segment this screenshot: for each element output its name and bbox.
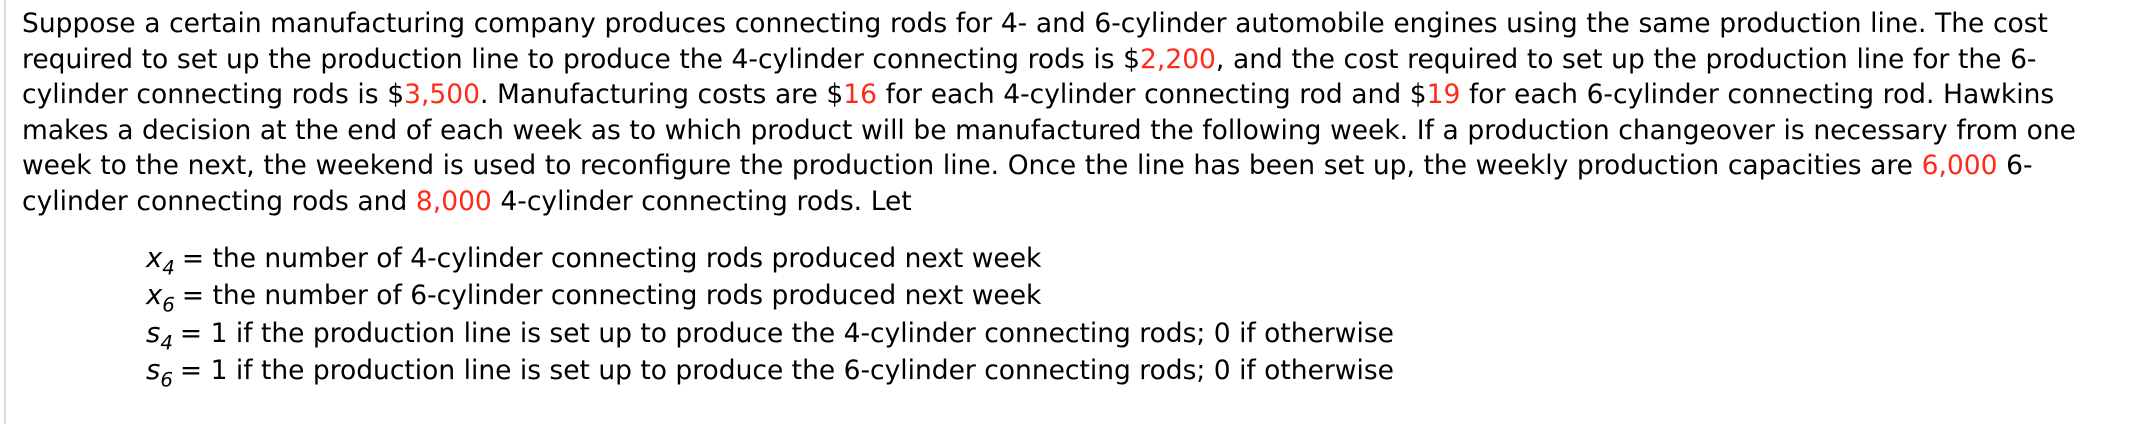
- variable-symbol: x6: [146, 279, 175, 317]
- equals-sign: =: [179, 355, 211, 387]
- paragraph-text-segment: 4-cylinder connecting rods. Let: [491, 185, 912, 217]
- variable-symbol: s4: [146, 316, 173, 355]
- paragraph-text-segment: for each 4-cylinder connecting rod and $: [877, 79, 1427, 111]
- variable-description: the number of 4-cylinder connecting rods…: [212, 242, 1042, 274]
- highlighted-value: 3,500: [404, 79, 480, 111]
- variable-definition-line: x6= the number of 6-cylinder connecting …: [146, 277, 2120, 315]
- equals-sign: =: [179, 317, 211, 349]
- paragraph-text-segment: 6-cylinder connecting rods and: [22, 150, 2033, 217]
- variable-symbol: x4: [146, 241, 175, 280]
- highlighted-value: 2,200: [1140, 43, 1216, 75]
- variable-definitions-list: x4= the number of 4-cylinder connecting …: [22, 220, 2120, 391]
- variable-definition-line: s6= 1 if the production line is set up t…: [146, 352, 2120, 390]
- variable-description: 1 if the production line is set up to pr…: [210, 355, 1394, 387]
- highlighted-value: 16: [843, 79, 878, 111]
- highlighted-value: 6,000: [1921, 150, 1998, 182]
- left-margin-rule: [4, 0, 6, 424]
- paragraph-text-segment: , and the cost required to set up the pr…: [22, 43, 2037, 111]
- equals-sign: =: [181, 280, 213, 312]
- paragraph-text-segment: for each 6-cylinder connecting rod. Hawk…: [22, 79, 2076, 182]
- variable-description: the number of 6-cylinder connecting rods…: [212, 280, 1042, 312]
- problem-statement-paragraph: Suppose a certain manufacturing company …: [22, 0, 2120, 220]
- variable-subscript: 6: [160, 368, 173, 392]
- variable-definition-line: x4= the number of 4-cylinder connecting …: [146, 240, 2120, 278]
- variable-description: 1 if the production line is set up to pr…: [210, 317, 1394, 349]
- variable-symbol: s6: [146, 354, 173, 392]
- highlighted-value: 8,000: [415, 185, 492, 217]
- equals-sign: =: [181, 242, 213, 274]
- variable-subscript: 4: [160, 331, 173, 355]
- variable-definition-line: s4= 1 if the production line is set up t…: [146, 315, 2120, 353]
- paragraph-text-segment: Suppose a certain manufacturing company …: [22, 8, 2048, 75]
- paragraph-text-segment: . Manufacturing costs are $: [479, 79, 844, 111]
- problem-content: Suppose a certain manufacturing company …: [22, 0, 2120, 390]
- variable-subscript: 6: [162, 293, 175, 317]
- highlighted-value: 19: [1426, 79, 1461, 111]
- variable-subscript: 4: [162, 256, 175, 280]
